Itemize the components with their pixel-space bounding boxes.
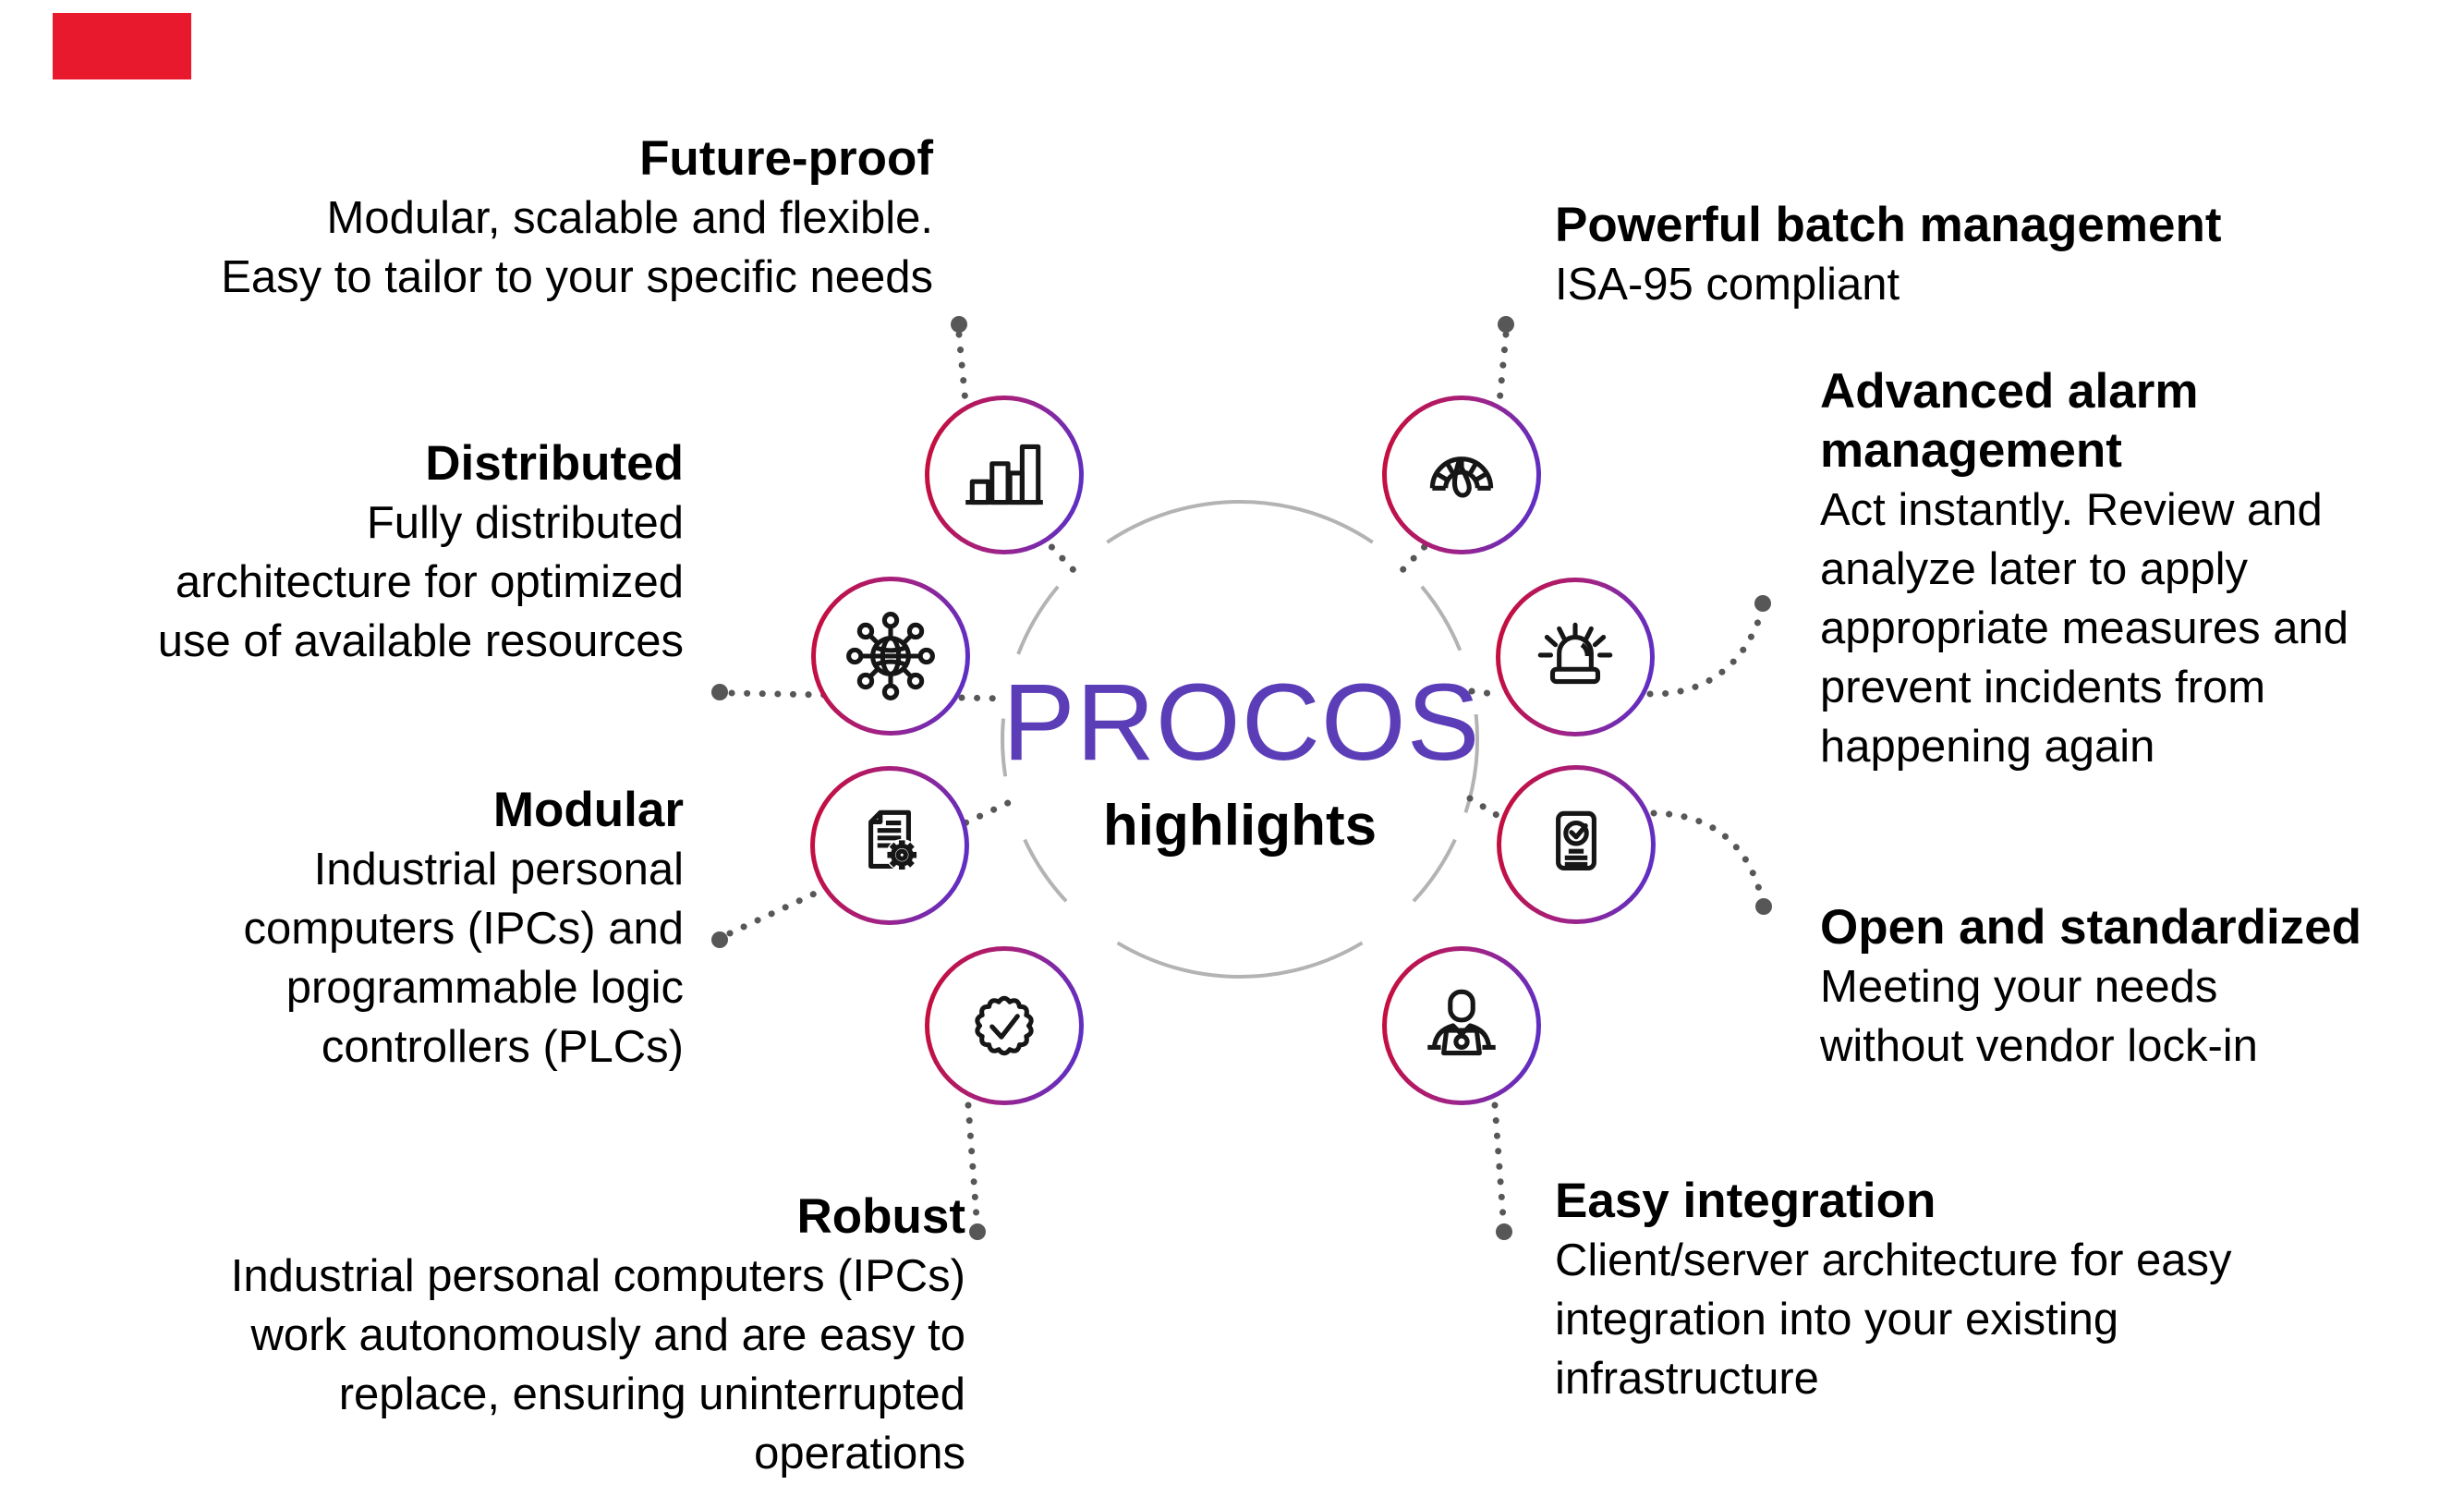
- network-icon: [846, 612, 935, 700]
- feature-description: Industrial personal computers (IPCs) wor…: [230, 1251, 965, 1479]
- feature-circle-inner: [929, 951, 1079, 1101]
- brand-logo-block: [53, 13, 191, 79]
- connector-batch: [1495, 331, 1510, 416]
- feature-title: Easy integration: [1555, 1174, 1936, 1228]
- connector-robust: [965, 1101, 980, 1222]
- feature-title: Distributed: [425, 436, 684, 491]
- feature-circle-batch: [1382, 396, 1541, 554]
- hub-circle-arc: [1016, 585, 1060, 655]
- feature-title: Advanced alarm management: [1820, 364, 2199, 478]
- feature-title: Powerful batch management: [1555, 198, 2222, 252]
- feature-description: Fully distributed architecture for optim…: [157, 498, 684, 666]
- feature-description: Modular, scalable and flexible. Easy to …: [221, 193, 933, 302]
- bar-chart-icon: [965, 444, 1043, 505]
- feature-circle-open: [1497, 765, 1656, 924]
- connector-open: [1650, 809, 1765, 900]
- document-check-icon: [1556, 810, 1596, 871]
- badge-check-icon: [975, 995, 1034, 1056]
- feature-powerful-batch-management: Powerful batch management ISA-95 complia…: [1555, 196, 2386, 314]
- feature-circle-inner: [1387, 400, 1536, 550]
- hub-circle: [1001, 500, 1479, 979]
- feature-description: Act instantly. Review and analyze later …: [1820, 485, 2349, 772]
- feature-circle-inner: [1387, 951, 1536, 1101]
- connector-alarm: [1646, 608, 1765, 698]
- endpoint-dot: [1754, 595, 1771, 612]
- connector-easy-integration: [1491, 1101, 1507, 1222]
- feature-circle-distributed: [811, 577, 970, 736]
- feature-title: Open and standardized: [1820, 900, 2362, 955]
- feature-description: Client/server architecture for easy inte…: [1555, 1235, 2232, 1404]
- connector-alarm-hub: [1468, 688, 1498, 698]
- feature-circle-inner: [815, 771, 965, 920]
- endpoint-dot: [711, 684, 728, 700]
- feature-circle-inner: [929, 400, 1079, 550]
- feature-title: Modular: [492, 783, 684, 837]
- endpoint-dot: [951, 316, 967, 333]
- feature-circle-alarm: [1496, 578, 1655, 736]
- center-title: PROCOS: [1002, 662, 1481, 784]
- hub-circle-arc: [1106, 500, 1374, 544]
- feature-description: Meeting your needs without vendor lock-i…: [1820, 962, 2258, 1071]
- feature-future-proof: Future-proof Modular, scalable and flexi…: [102, 129, 933, 307]
- feature-circle-future-proof: [925, 396, 1084, 554]
- feature-circle-inner: [1500, 582, 1650, 732]
- feature-advanced-alarm-management: Advanced alarm management Act instantly.…: [1820, 362, 2430, 776]
- document-gear-icon: [868, 809, 918, 871]
- hub-circle-arc: [1420, 585, 1463, 651]
- center-subtitle: highlights: [1102, 794, 1378, 858]
- hub-circle-arc: [1463, 713, 1479, 814]
- endpoint-dot: [969, 1223, 986, 1240]
- feature-circle-inner: [1501, 770, 1651, 919]
- gauge-icon: [1429, 456, 1494, 498]
- connector-future-proof: [955, 331, 970, 416]
- feature-circle-easy-integration: [1382, 946, 1541, 1105]
- feature-circle-inner: [816, 581, 965, 731]
- siren-icon: [1537, 622, 1613, 685]
- feature-circle-robust: [925, 946, 1084, 1105]
- feature-distributed: Distributed Fully distributed architectu…: [37, 434, 684, 671]
- feature-title: Future-proof: [639, 131, 933, 186]
- hub-circle-arc: [1116, 941, 1364, 979]
- feature-easy-integration: Easy integration Client/server architect…: [1555, 1172, 2405, 1408]
- feature-description: ISA-95 compliant: [1555, 260, 1900, 310]
- hub-circle-arc: [1001, 718, 1008, 777]
- endpoint-dot: [711, 931, 728, 948]
- feature-circle-modular: [810, 766, 969, 925]
- feature-modular: Modular Industrial personal computers (I…: [129, 781, 684, 1077]
- hub-circle-arc: [1412, 838, 1457, 903]
- hub-circle-arc: [1023, 838, 1068, 903]
- connector-open-hub: [1466, 795, 1500, 819]
- person-laptop-icon: [1427, 989, 1496, 1056]
- feature-description: Industrial personal computers (IPCs) and…: [243, 845, 684, 1072]
- feature-title: Robust: [796, 1189, 965, 1244]
- feature-robust: Robust Industrial personal computers (IP…: [79, 1187, 965, 1483]
- endpoint-dot: [1755, 898, 1772, 915]
- endpoint-dot: [1498, 316, 1514, 333]
- endpoint-dot: [1496, 1223, 1512, 1240]
- feature-open-and-standardized: Open and standardized Meeting your needs…: [1820, 898, 2464, 1076]
